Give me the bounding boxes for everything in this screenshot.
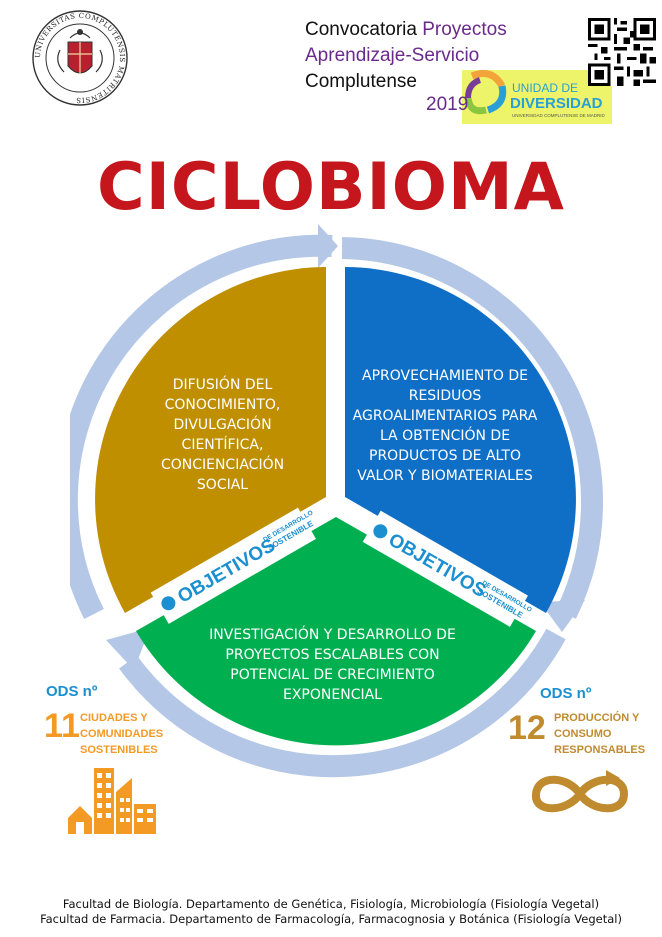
university-seal-logo: UNIVERSITAS COMPLUTENSIS MATRITENSIS — [32, 10, 128, 106]
footer-faculty-biology: Facultad de Biología. Departamento de Ge… — [62, 897, 600, 911]
call-word-proyectos: Proyectos — [422, 19, 507, 40]
badge-line3: UNIVERSIDAD COMPLUTENSE DE MADRID — [512, 113, 606, 118]
qr-code-icon[interactable] — [588, 18, 656, 86]
un-emblem-icon — [373, 524, 388, 539]
segment-right-text: APROVECHAMIENTO DE RESIDUOS AGROALIMENTA… — [352, 368, 538, 484]
segment-bottom-text: INVESTIGACIÓN Y DESARROLLO DE PROYECTOS … — [209, 627, 456, 703]
footer-faculty-pharmacy: Facultad de Farmacia. Departamento de Fa… — [40, 912, 622, 926]
call-title-line3: Complutense — [305, 71, 417, 92]
segment-left-text: DIFUSIÓN DEL CONOCIMIENTO, DIVULGACIÓN C… — [160, 377, 285, 493]
ods-11-name: CIUDADES Y COMUNIDADES SOSTENIBLES — [80, 712, 164, 756]
call-title-line2: Aprendizaje-Servicio — [305, 45, 480, 66]
infinity-icon — [532, 770, 629, 813]
poster-title: CICLOBIOMA — [97, 150, 565, 225]
diversity-unit-badge: UNIDAD DE DIVERSIDAD UNIVERSIDAD COMPLUT… — [462, 70, 612, 124]
call-year: 2019 — [426, 94, 469, 115]
badge-line2: DIVERSIDAD — [510, 95, 603, 112]
badge-line1: UNIDAD DE — [512, 81, 578, 95]
un-emblem-icon — [161, 596, 176, 611]
ods-12-label: ODS nº — [540, 685, 592, 702]
ods-11-number: 11 — [44, 707, 80, 745]
call-word-convocatoria: Convocatoria — [305, 19, 417, 40]
call-title-line1: Convocatoria Proyectos — [305, 18, 565, 42]
ods-11-label: ODS nº — [46, 683, 98, 700]
cycle-arrow-ring — [70, 224, 604, 778]
city-icon — [68, 768, 156, 834]
ods-12-number: 12 — [508, 709, 546, 747]
ods-12-name: PRODUCCIÓN Y CONSUMO RESPONSABLES — [554, 712, 646, 756]
cycle-diagram: OBJETIVOS DE DESARROLLO SOSTENIBLE OBJET… — [70, 224, 604, 778]
